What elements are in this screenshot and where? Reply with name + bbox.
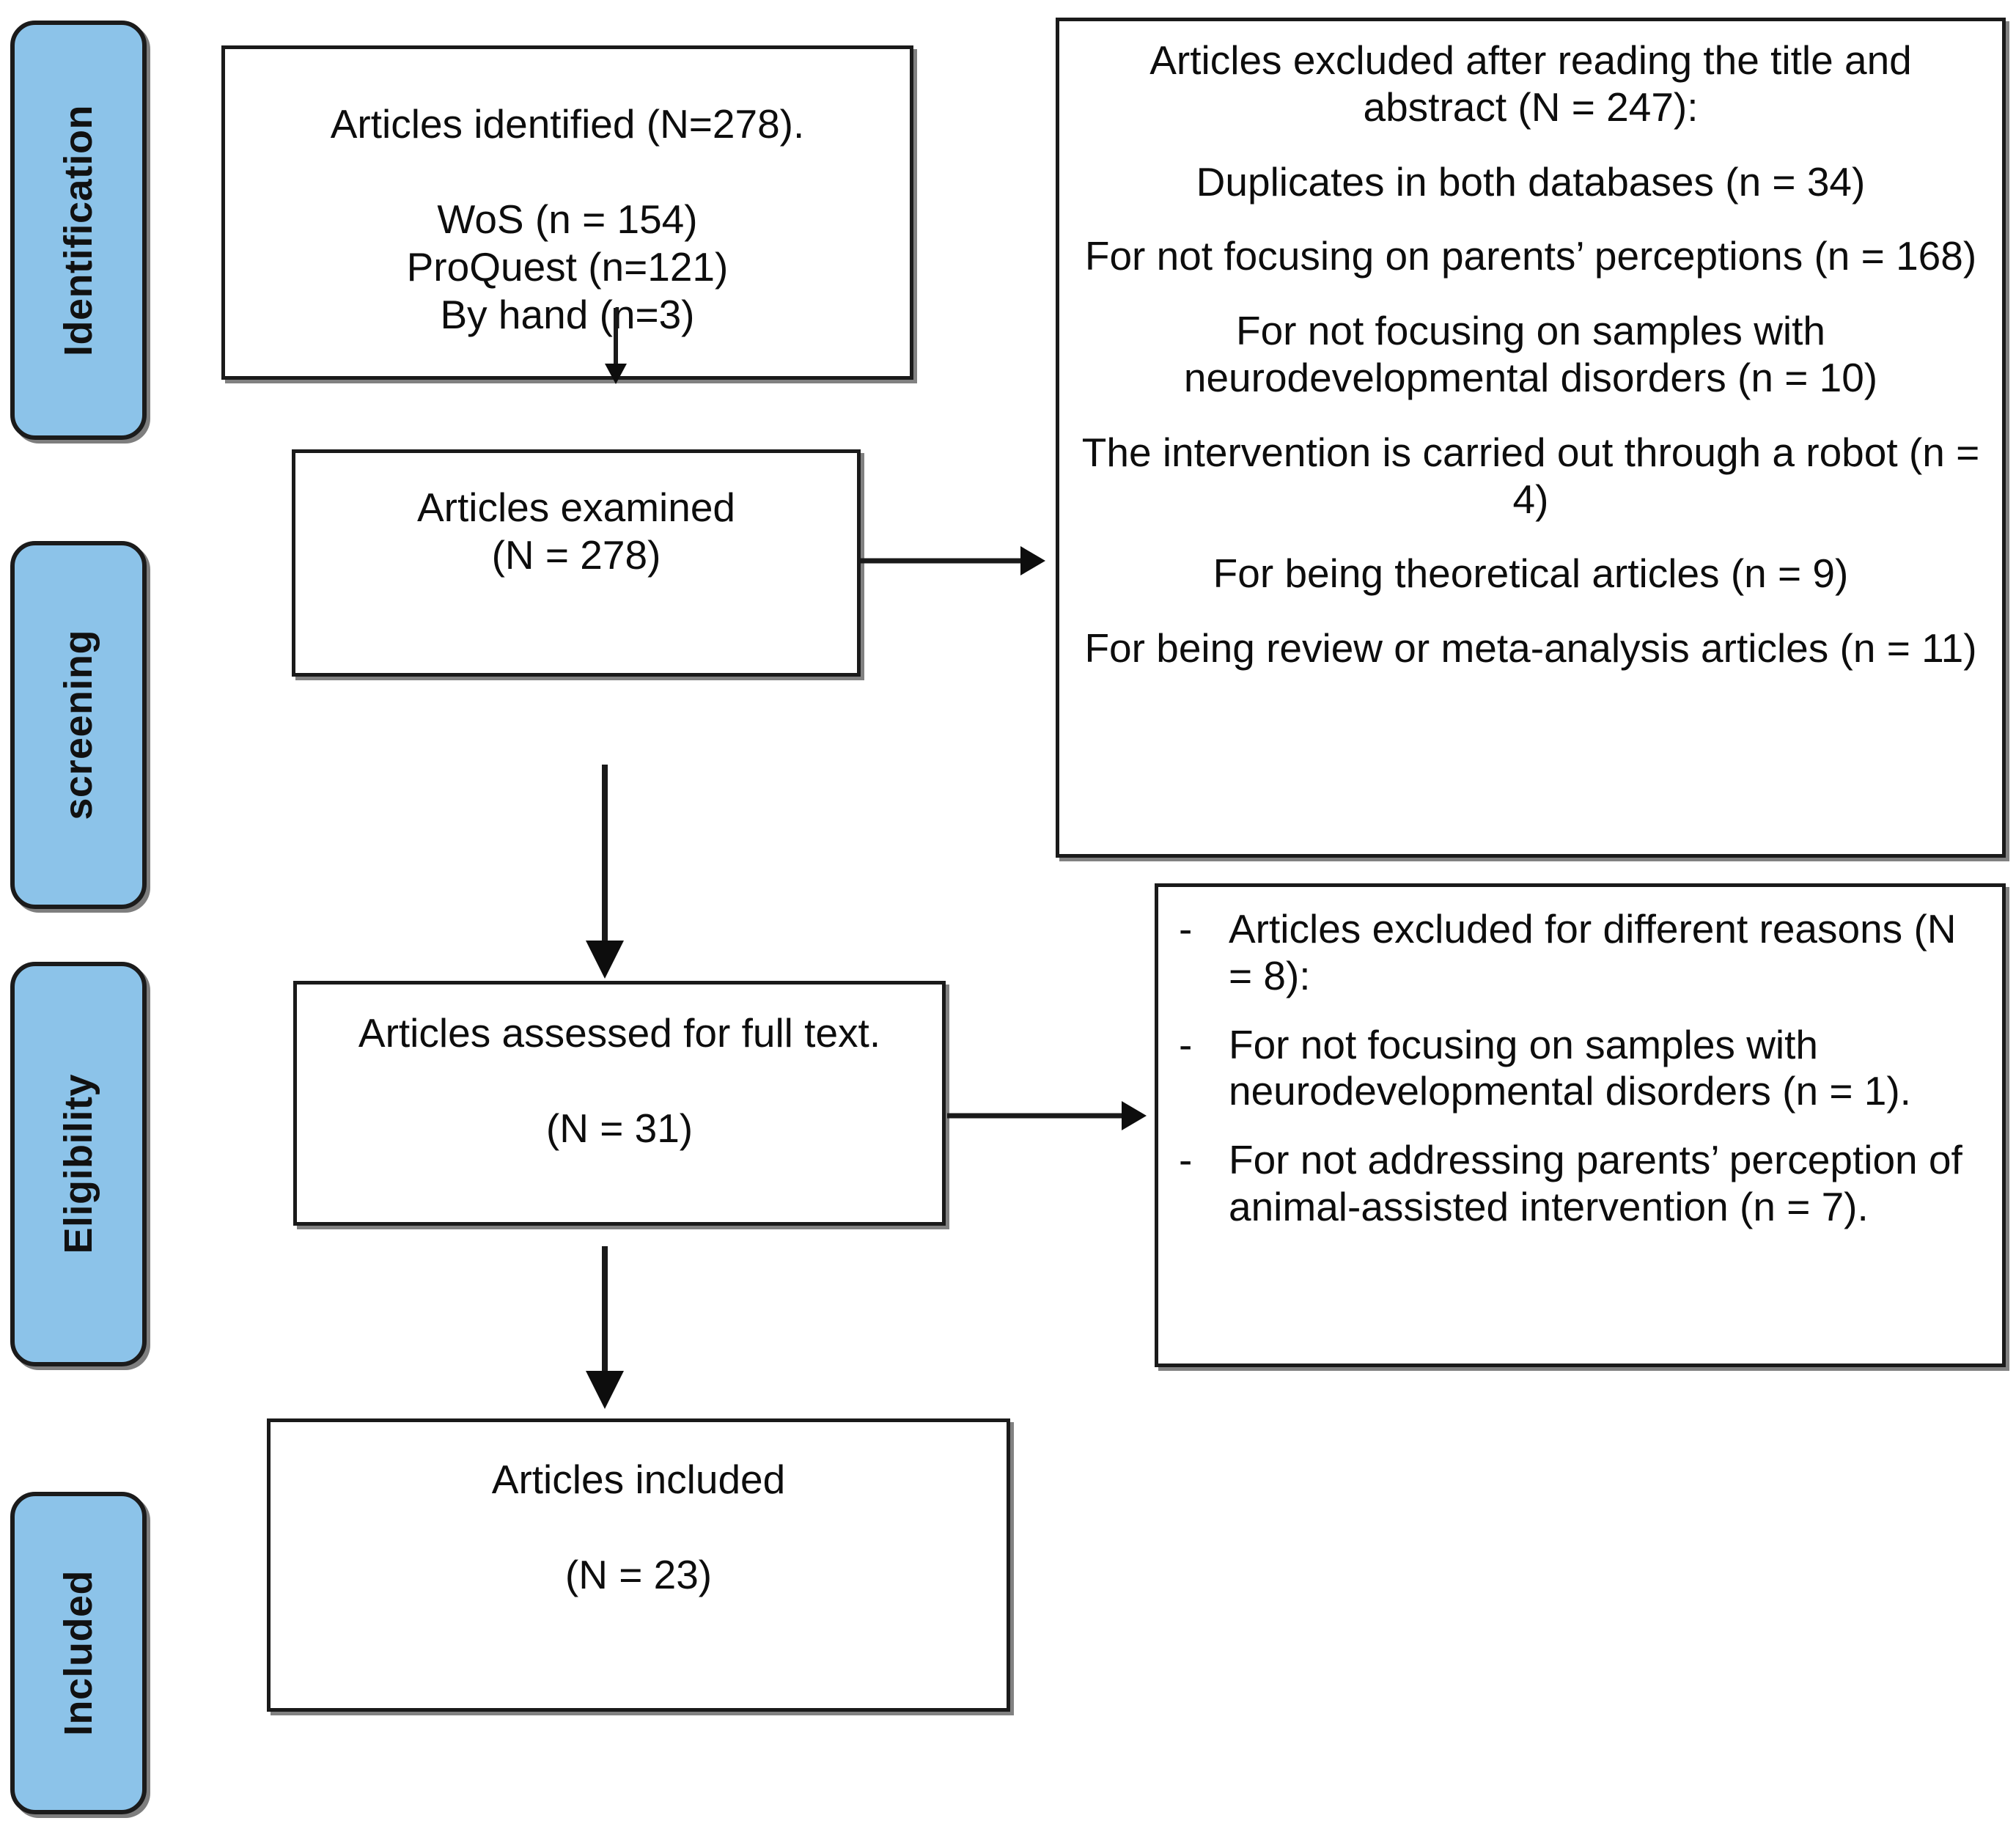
box-excluded-eligibility: - Articles excluded for different reason… bbox=[1155, 883, 2006, 1367]
bullet-marker-icon: - bbox=[1179, 1021, 1193, 1067]
excluded-screening-line-7: For being review or meta-analysis articl… bbox=[1084, 625, 1977, 671]
arrow-identified-to-examined bbox=[605, 308, 627, 384]
excluded-eligibility-bullet-3: For not addressing parents’ perception o… bbox=[1229, 1137, 1962, 1229]
box-articles-included-text: Articles included (N = 23) bbox=[491, 1457, 786, 1597]
stage-tab-included: Included bbox=[10, 1492, 147, 1814]
list-item: - Articles excluded for different reason… bbox=[1166, 906, 1984, 1000]
arrow-examined-to-excluded-screening bbox=[859, 546, 1045, 575]
list-item: - For not focusing on samples with neuro… bbox=[1166, 1022, 1984, 1116]
stage-tab-identification: Identification bbox=[10, 21, 147, 440]
list-item: - For not addressing parents’ perception… bbox=[1166, 1137, 1984, 1231]
excluded-screening-line-2: Duplicates in both databases (n = 34) bbox=[1196, 158, 1866, 205]
stage-label-included: Included bbox=[56, 1569, 100, 1736]
excluded-eligibility-bullet-2: For not focusing on samples with neurode… bbox=[1229, 1021, 1911, 1114]
bullet-marker-icon: - bbox=[1179, 906, 1193, 952]
stage-label-screening: screening bbox=[56, 630, 100, 820]
stage-label-identification: Identification bbox=[56, 104, 100, 356]
bullet-marker-icon: - bbox=[1179, 1137, 1193, 1183]
box-articles-assessed-full-text-text: Articles assessed for full text. (N = 31… bbox=[358, 1010, 881, 1151]
excluded-eligibility-list: - Articles excluded for different reason… bbox=[1166, 906, 1984, 1231]
box-excluded-screening: Articles excluded after reading the titl… bbox=[1056, 18, 2006, 858]
stage-tab-eligibility: Eligibility bbox=[10, 962, 147, 1366]
excluded-screening-line-6: For being theoretical articles (n = 9) bbox=[1213, 551, 1849, 597]
excluded-eligibility-bullet-1: Articles excluded for different reasons … bbox=[1229, 906, 1957, 998]
excluded-screening-line-1: Articles excluded after reading the titl… bbox=[1149, 37, 1912, 130]
arrow-full-text-to-included bbox=[586, 1246, 624, 1409]
arrow-full-text-to-excluded-eligibility bbox=[947, 1101, 1147, 1130]
excluded-screening-line-4: For not focusing on samples with neurode… bbox=[1183, 308, 1878, 400]
box-articles-identified-text: Articles identified (N=278). WoS (n = 15… bbox=[330, 101, 805, 337]
box-articles-examined-text: Articles examined (N = 278) bbox=[416, 485, 736, 578]
stage-tab-screening: screening bbox=[10, 541, 147, 909]
box-articles-assessed-full-text: Articles assessed for full text. (N = 31… bbox=[293, 981, 946, 1226]
arrow-examined-to-full-text bbox=[586, 765, 624, 979]
box-articles-identified: Articles identified (N=278). WoS (n = 15… bbox=[221, 45, 913, 380]
box-articles-examined: Articles examined (N = 278) bbox=[292, 449, 861, 677]
stage-label-eligibility: Eligibility bbox=[56, 1074, 100, 1254]
box-articles-included: Articles included (N = 23) bbox=[267, 1418, 1010, 1712]
excluded-screening-line-5: The intervention is carried out through … bbox=[1081, 429, 1980, 522]
excluded-screening-line-3: For not focusing on parents’ perceptions… bbox=[1084, 233, 1977, 279]
